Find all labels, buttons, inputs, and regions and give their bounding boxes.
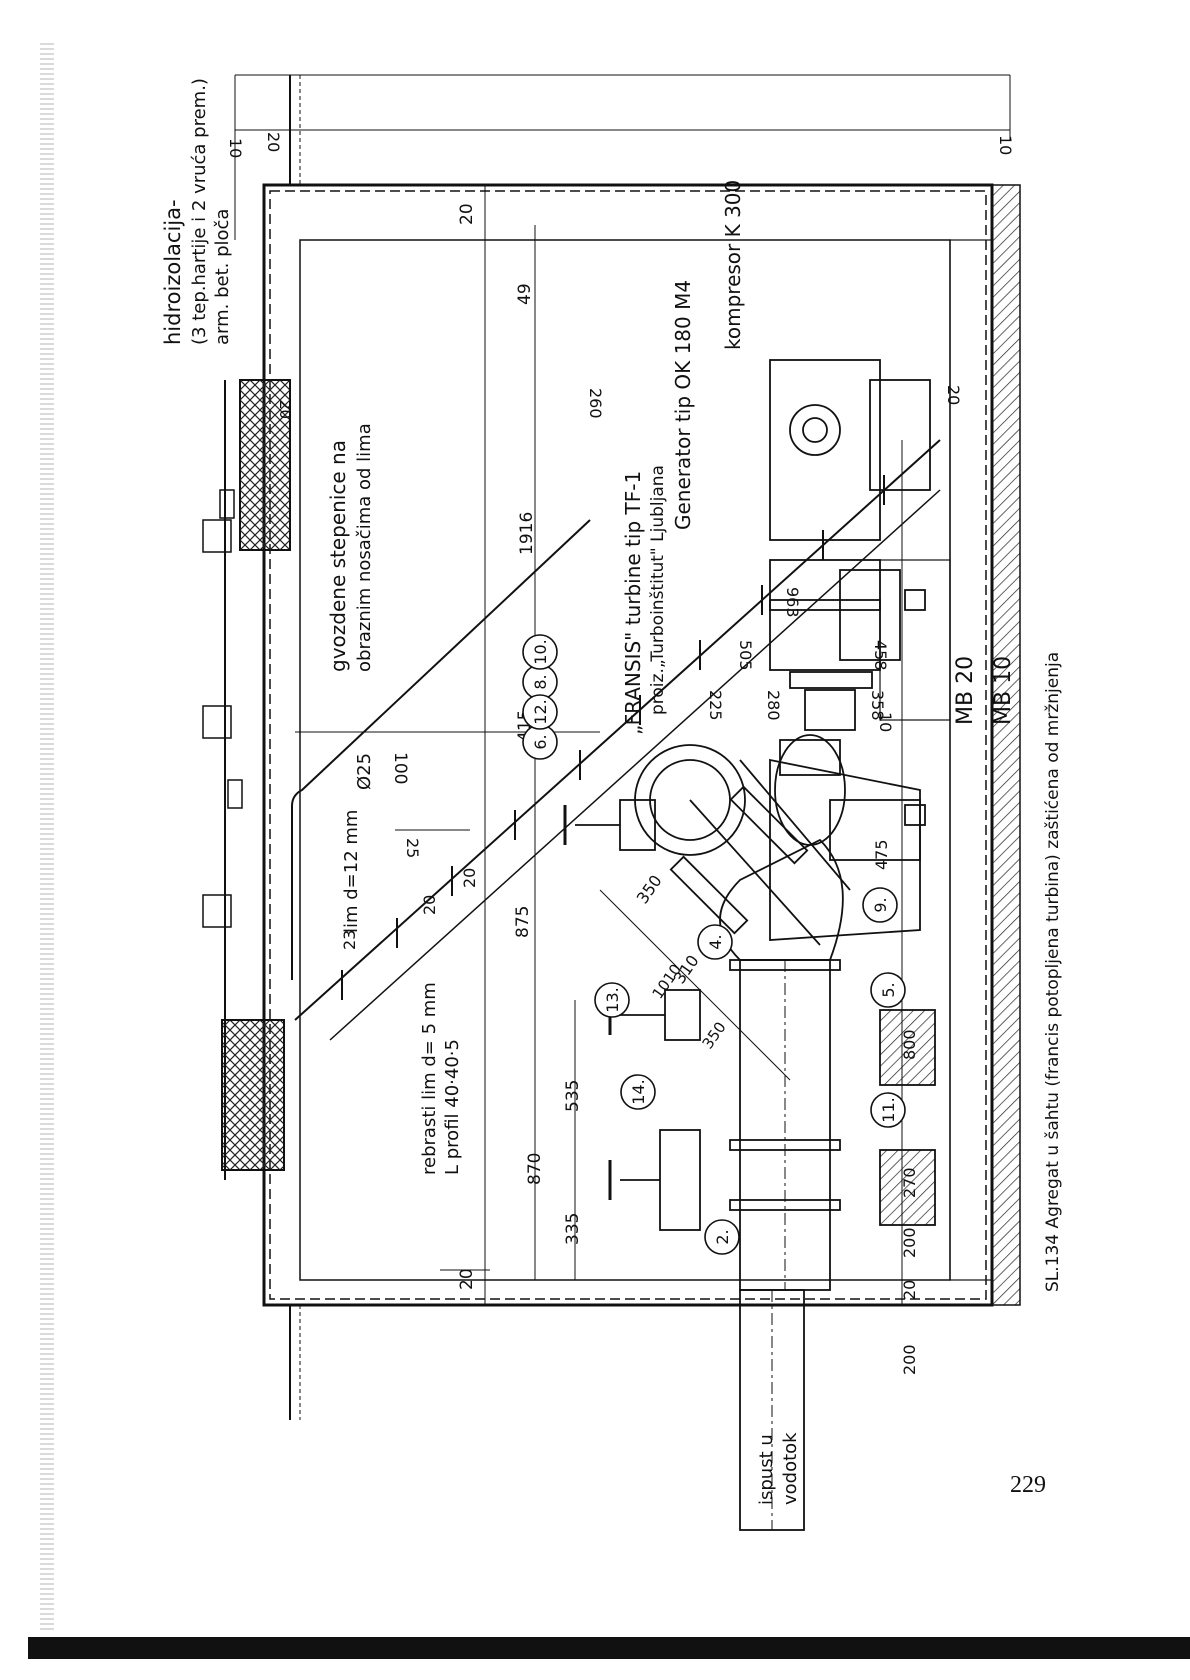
dimension-lines — [234, 74, 1011, 1305]
marker-label: 13. — [603, 987, 622, 1012]
label-hydro-title: hidroizolacija- — [161, 199, 185, 345]
label-generator: Generator tip OK 180 M4 — [671, 280, 695, 530]
dim-200-pipe: 200 — [900, 1344, 919, 1375]
label-mb20: MB 20 — [953, 656, 978, 725]
annotations: SL.134 Agregat u šahtu (francis potoplje… — [161, 78, 1063, 1505]
dim-963: 963 — [783, 587, 802, 618]
marker-label: 8. — [531, 674, 550, 689]
marker-label: 14. — [629, 1079, 648, 1104]
marker-circle — [594, 982, 630, 1018]
dim-20-c: 20 — [420, 895, 439, 915]
dim-200: 200 — [900, 1227, 919, 1258]
dim-23: 23 — [340, 930, 359, 950]
dim-1916: 1916 — [517, 512, 537, 555]
label-sheet-12: lim d=12 mm — [341, 810, 362, 933]
dim-458: 458 — [871, 640, 890, 671]
dim-280: 280 — [764, 690, 783, 721]
marker-label: 9. — [871, 897, 890, 912]
label-stairs-line1: gvozdene stepenice na — [326, 440, 350, 672]
marker-circle — [697, 924, 733, 960]
dim-25: 25 — [403, 838, 422, 858]
dim-870: 870 — [525, 1153, 545, 1185]
dim-800: 800 — [900, 1029, 919, 1060]
marker-circle — [870, 1092, 906, 1128]
dim-270: 270 — [900, 1167, 919, 1198]
dim-20-top: 20 — [264, 132, 283, 152]
label-ribbed-sheet: rebrasti lim d= 5 mm — [419, 982, 440, 1175]
label-compressor: kompresor K 300 — [721, 180, 745, 350]
marker-circle — [862, 887, 898, 923]
dim-225: 225 — [706, 690, 725, 721]
page-bottom-bar — [28, 1637, 1190, 1659]
dim-100: 100 — [390, 752, 410, 784]
label-stairs-line2: obraznim nosačima od lima — [354, 423, 375, 672]
dim-10: 10 — [876, 712, 895, 732]
dim-505: 505 — [736, 640, 755, 671]
dim-49: 49 — [515, 283, 535, 305]
label-hydro-line1: (3 tep.hartije i 2 vruća prem.) — [189, 78, 210, 345]
page-number: 229 — [1010, 1472, 1046, 1498]
dim-20-floor: 20 — [944, 385, 963, 405]
marker-label: 5. — [879, 982, 898, 997]
dim-875: 875 — [513, 906, 533, 938]
label-mb10: MB 10 — [991, 656, 1016, 725]
marker-label: 12. — [531, 699, 550, 724]
marker-circle — [522, 634, 558, 670]
machinery — [563, 359, 951, 1531]
marker-circle — [620, 1074, 656, 1110]
label-l-profile: L profil 40·40·5 — [442, 1039, 463, 1175]
dim-535: 535 — [563, 1080, 583, 1112]
label-rod: Ø25 — [354, 753, 375, 790]
dim-20-roof: 20 — [276, 400, 294, 419]
dim-260: 260 — [586, 388, 605, 419]
label-turbine-line1: „FRANSIS" turbine tip TF-1 — [621, 471, 645, 735]
marker-circle — [522, 694, 558, 730]
dim-20-b: 20 — [460, 868, 479, 888]
dim-475: 475 — [872, 839, 891, 870]
marker-label: 10. — [531, 639, 550, 664]
dim-20-left: 20 — [457, 1268, 477, 1290]
label-hydro-line2: arm. bet. ploča — [212, 209, 233, 345]
dim-350-b: 350 — [699, 1019, 730, 1053]
dim-10-left: 10 — [226, 138, 245, 158]
dim-20-a: 20 — [457, 203, 477, 225]
marker-label: 2. — [713, 1229, 732, 1244]
dim-20-bottom: 20 — [900, 1280, 919, 1300]
marker-circle — [870, 972, 906, 1008]
caption: SL.134 Agregat u šahtu (francis potoplje… — [1043, 652, 1063, 1292]
marker-circle — [704, 1219, 740, 1255]
label-turbine-line2: proiz.„Turboinštitut" Ljubljana — [648, 465, 668, 715]
marker-label: 6. — [531, 734, 550, 749]
marker-label: 4. — [706, 934, 725, 949]
label-outlet-line1: ispust u — [756, 1434, 777, 1505]
shaft-structure — [202, 75, 1021, 1420]
label-outlet-line2: vodotok — [780, 1432, 801, 1505]
dim-10-right: 10 — [996, 135, 1015, 155]
dim-335: 335 — [563, 1213, 583, 1245]
dim-350: 350 — [633, 871, 666, 907]
scan-edge — [40, 40, 54, 1630]
dim-358: 358 — [868, 690, 887, 721]
marker-label: 11. — [879, 1097, 898, 1122]
